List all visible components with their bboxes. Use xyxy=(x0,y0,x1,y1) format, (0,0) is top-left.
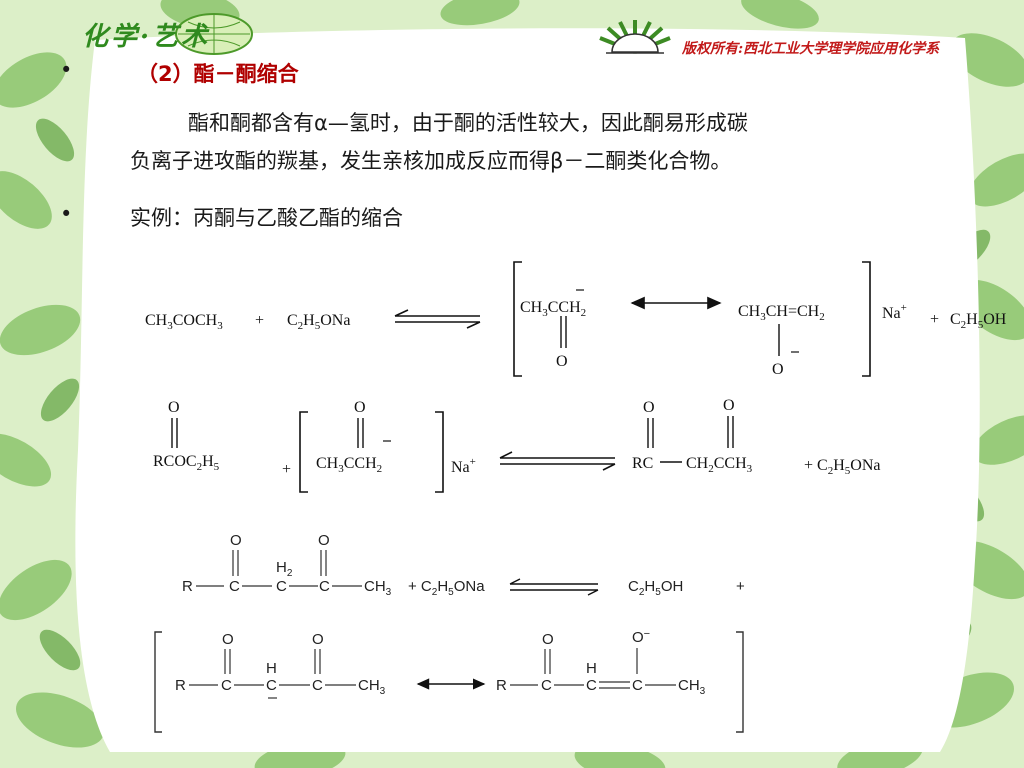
svg-text:+ C2H5ONa: + C2H5ONa xyxy=(804,457,880,477)
svg-text:C: C xyxy=(276,578,287,595)
copyright-text: 版权所有:西北工业大学理学院应用化学系 xyxy=(682,41,940,57)
svg-text:C: C xyxy=(541,677,552,694)
svg-text:+: + xyxy=(282,461,291,478)
svg-text:R: R xyxy=(175,677,186,694)
svg-text:C: C xyxy=(586,677,597,694)
copyright-banner: 版权所有:西北工业大学理学院应用化学系 xyxy=(592,14,992,58)
svg-text:H: H xyxy=(266,660,277,677)
svg-text:+: + xyxy=(255,312,264,329)
svg-text:O: O xyxy=(772,361,784,378)
svg-text:O: O xyxy=(723,397,735,414)
paragraph: 酯和酮都含有α—氢时，由于酮的活性较大，因此酮易形成碳 负离子进攻酯的羰基，发生… xyxy=(130,104,980,180)
svg-text:C: C xyxy=(312,677,323,694)
svg-text:RCOC2H5: RCOC2H5 xyxy=(153,453,220,473)
svg-text:O: O xyxy=(542,631,554,648)
svg-text:C2H5OH: C2H5OH xyxy=(628,578,683,598)
svg-text:+: + xyxy=(930,311,939,328)
reaction-step-4: O R C H C O C CH3 O R C H C O− C CH3 xyxy=(154,628,744,733)
example-line: 实例：丙酮与乙酸乙酯的缩合 xyxy=(130,206,403,230)
slide-panel xyxy=(75,28,980,753)
svg-text:H2: H2 xyxy=(276,559,293,579)
logo-text: 化学·艺术 xyxy=(82,22,211,52)
svg-text:CH2CCH3: CH2CCH3 xyxy=(686,455,753,475)
svg-text:Na+: Na+ xyxy=(451,456,476,476)
paragraph-line-2: 负离子进攻酯的羰基，发生亲核加成反应而得β－二酮类化合物。 xyxy=(130,149,732,173)
svg-text:CH3CH=CH2: CH3CH=CH2 xyxy=(738,303,825,323)
sunburst-logo-icon xyxy=(599,20,671,54)
svg-text:O: O xyxy=(643,399,655,416)
svg-text:C: C xyxy=(632,677,643,694)
svg-text:O: O xyxy=(222,631,234,648)
svg-text:O: O xyxy=(556,353,568,370)
reaction-step-2: O RCOC2H5 + O CH3CCH2 Na+ O O RC CH2CCH3… xyxy=(153,397,880,493)
svg-text:O: O xyxy=(312,631,324,648)
svg-text:O−: O− xyxy=(632,628,650,646)
svg-text:O: O xyxy=(318,532,330,549)
svg-text:C2H5ONa: C2H5ONa xyxy=(287,312,350,332)
bullet-2: • xyxy=(60,202,73,226)
svg-text:O: O xyxy=(354,399,366,416)
svg-text:C: C xyxy=(229,578,240,595)
svg-text:CH3: CH3 xyxy=(358,677,386,697)
svg-text:O: O xyxy=(230,532,242,549)
logo: 化学·艺术 xyxy=(82,12,272,56)
svg-text:O: O xyxy=(168,399,180,416)
reaction-scheme: CH3COCH3 + C2H5ONa CH3CCH2 O CH3CH=CH2 O… xyxy=(145,261,1007,733)
svg-text:R: R xyxy=(182,578,193,595)
bullet-1: • xyxy=(60,58,73,82)
svg-text:H: H xyxy=(586,660,597,677)
svg-text:+: + xyxy=(736,578,745,595)
svg-text:C: C xyxy=(266,677,277,694)
svg-text:+ C2H5ONa: + C2H5ONa xyxy=(408,578,485,598)
globe-icon xyxy=(175,13,253,55)
paragraph-line-1: 酯和酮都含有α—氢时，由于酮的活性较大，因此酮易形成碳 xyxy=(188,111,748,135)
svg-text:CH3CCH2: CH3CCH2 xyxy=(316,455,382,475)
svg-text:CH3: CH3 xyxy=(678,677,706,697)
svg-text:R: R xyxy=(496,677,507,694)
reaction-step-3: O R C H2 C O C CH3 + C2H5ONa C2H5OH + xyxy=(182,532,745,598)
svg-text:CH3CCH2: CH3CCH2 xyxy=(520,299,586,319)
svg-text:CH3: CH3 xyxy=(364,578,392,598)
svg-text:C: C xyxy=(221,677,232,694)
reaction-step-1: CH3COCH3 + C2H5ONa CH3CCH2 O CH3CH=CH2 O… xyxy=(145,261,1007,378)
svg-text:Na+: Na+ xyxy=(882,302,907,322)
svg-text:CH3COCH3: CH3COCH3 xyxy=(145,312,223,332)
section-heading: （2）酯－酮缩合 xyxy=(137,62,299,86)
svg-text:C2H5OH: C2H5OH xyxy=(950,311,1007,331)
svg-text:C: C xyxy=(319,578,330,595)
svg-text:RC: RC xyxy=(632,455,653,472)
